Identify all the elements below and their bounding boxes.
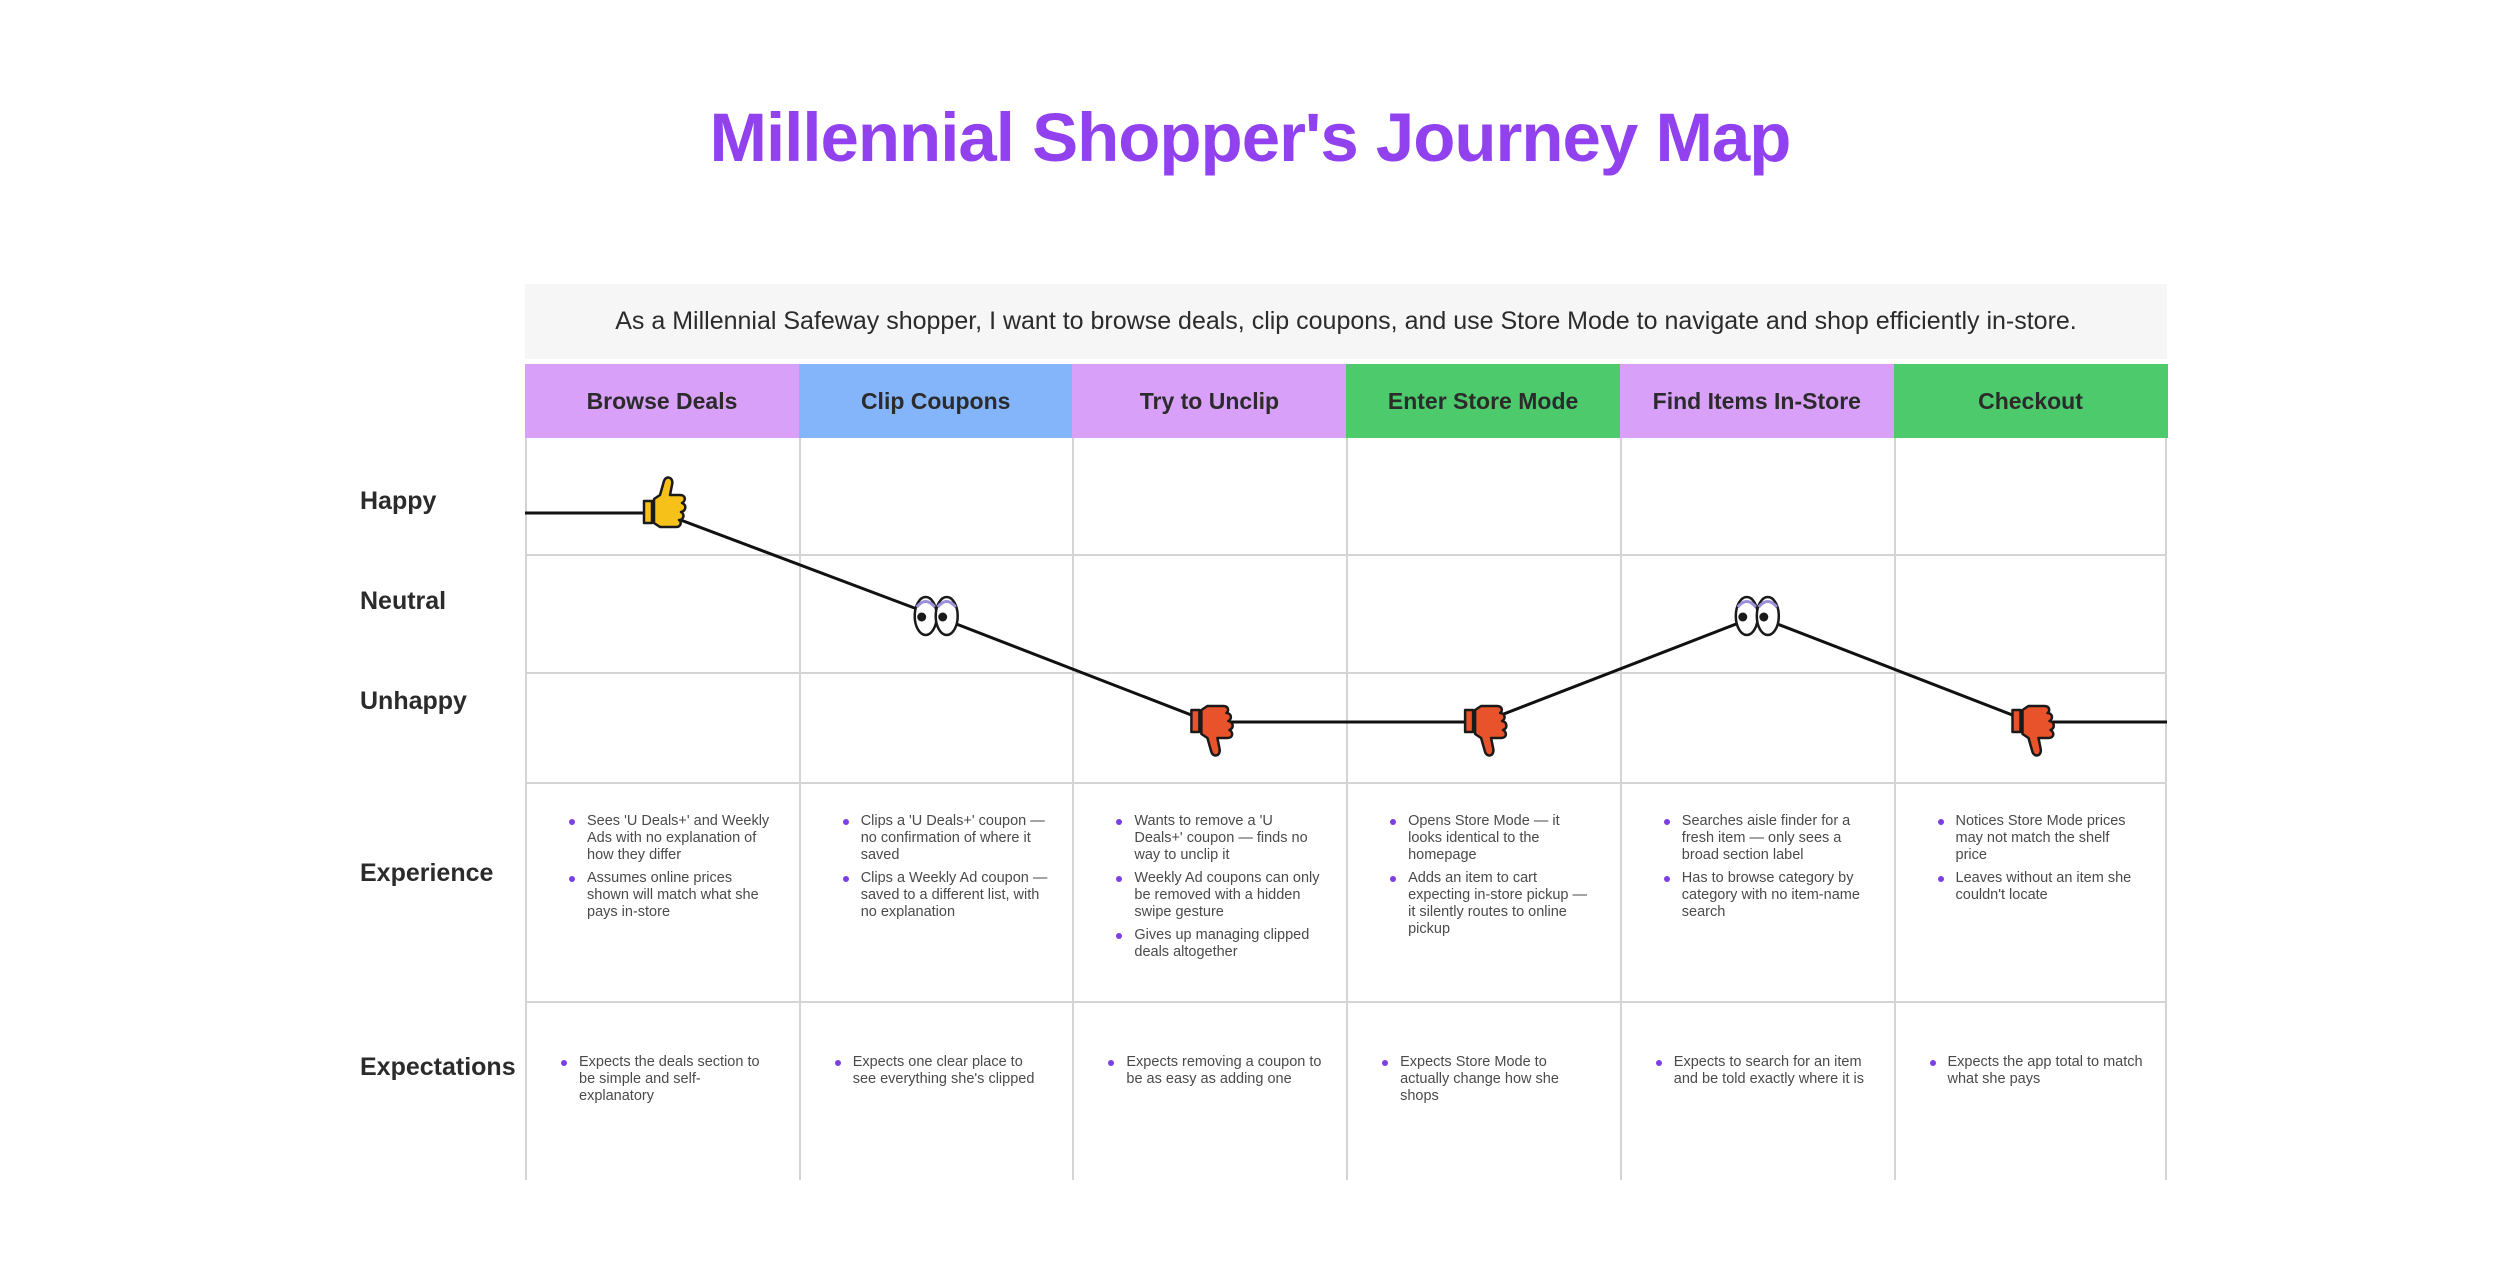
experience-item: Clips a Weekly Ad coupon — saved to a di… bbox=[841, 870, 1049, 921]
expectations-list: Expects the app total to match what she … bbox=[1928, 1054, 2144, 1094]
expectations-list: Expects Store Mode to actually change ho… bbox=[1380, 1054, 1596, 1111]
expectation-item: Expects the app total to match what she … bbox=[1928, 1054, 2144, 1088]
experience-list: Sees 'U Deals+' and Weekly Ads with no e… bbox=[567, 813, 775, 927]
expectations-list: Expects the deals section to be simple a… bbox=[559, 1054, 775, 1111]
row-label-unhappy: Unhappy bbox=[360, 687, 467, 715]
grid-line-vertical bbox=[2165, 438, 2167, 1180]
stage-header: Browse Deals bbox=[525, 364, 799, 438]
page-title: Millennial Shopper's Journey Map bbox=[709, 99, 1792, 176]
experience-item: Gives up managing clipped deals altogeth… bbox=[1114, 927, 1322, 961]
eyes-icon bbox=[1734, 595, 1781, 637]
expectation-item: Expects the deals section to be simple a… bbox=[559, 1054, 775, 1105]
grid-line-vertical bbox=[525, 438, 527, 1180]
experience-list: Searches aisle finder for a fresh item —… bbox=[1662, 813, 1870, 927]
expectation-item: Expects to search for an item and be tol… bbox=[1654, 1054, 1870, 1088]
experience-item: Searches aisle finder for a fresh item —… bbox=[1662, 813, 1870, 864]
thumbs-down-icon bbox=[2011, 704, 2055, 757]
row-label-experience: Experience bbox=[360, 859, 494, 887]
eyes-icon bbox=[913, 595, 959, 637]
thumbs-down-icon bbox=[1463, 704, 1508, 757]
grid-line-neutral-unhappy bbox=[525, 672, 2167, 674]
row-label-neutral: Neutral bbox=[360, 587, 447, 615]
row-label-happy: Happy bbox=[360, 487, 437, 515]
grid-line-vertical bbox=[1619, 438, 1622, 1180]
experience-item: Sees 'U Deals+' and Weekly Ads with no e… bbox=[567, 813, 775, 864]
grid-line-unhappy-experience bbox=[525, 782, 2167, 784]
grid-line-vertical bbox=[1072, 438, 1075, 1180]
experience-item: Notices Store Mode prices may not match … bbox=[1936, 813, 2144, 864]
stage-header: Find Items In-Store bbox=[1619, 364, 1894, 438]
experience-list: Clips a 'U Deals+' coupon — no confirmat… bbox=[841, 813, 1049, 927]
user-statement: As a Millennial Safeway shopper, I want … bbox=[525, 284, 2167, 359]
expectation-item: Expects removing a coupon to be as easy … bbox=[1106, 1054, 1322, 1088]
experience-item: Wants to remove a 'U Deals+' coupon — fi… bbox=[1114, 813, 1322, 864]
thumbs-up-icon bbox=[642, 476, 687, 529]
grid-line-happy-neutral bbox=[525, 554, 2167, 556]
experience-item: Weekly Ad coupons can only be removed wi… bbox=[1114, 870, 1322, 921]
experience-item: Adds an item to cart expecting in-store … bbox=[1388, 870, 1596, 938]
grid-line-experience-expectations bbox=[525, 1001, 2167, 1003]
expectation-item: Expects Store Mode to actually change ho… bbox=[1380, 1054, 1596, 1105]
expectations-list: Expects to search for an item and be tol… bbox=[1654, 1054, 1870, 1094]
stage-header: Enter Store Mode bbox=[1346, 364, 1621, 438]
grid-line-vertical bbox=[798, 438, 801, 1180]
experience-list: Opens Store Mode — it looks identical to… bbox=[1388, 813, 1596, 944]
expectations-list: Expects one clear place to see everythin… bbox=[833, 1054, 1049, 1094]
expectations-list: Expects removing a coupon to be as easy … bbox=[1106, 1054, 1322, 1094]
experience-item: Leaves without an item she couldn't loca… bbox=[1936, 870, 2144, 904]
stage-header: Clip Coupons bbox=[798, 364, 1073, 438]
stage-header: Try to Unclip bbox=[1072, 364, 1347, 438]
grid-line-vertical bbox=[1893, 438, 1896, 1180]
experience-item: Opens Store Mode — it looks identical to… bbox=[1388, 813, 1596, 864]
row-label-expectations: Expectations bbox=[360, 1053, 516, 1081]
expectation-item: Expects one clear place to see everythin… bbox=[833, 1054, 1049, 1088]
emotion-line bbox=[525, 511, 2167, 724]
grid-line-vertical bbox=[1346, 438, 1349, 1180]
experience-list: Notices Store Mode prices may not match … bbox=[1936, 813, 2144, 910]
thumbs-down-icon bbox=[1190, 704, 1234, 757]
experience-list: Wants to remove a 'U Deals+' coupon — fi… bbox=[1114, 813, 1322, 967]
experience-item: Has to browse category by category with … bbox=[1662, 870, 1870, 921]
experience-item: Clips a 'U Deals+' coupon — no confirmat… bbox=[841, 813, 1049, 864]
stage-header: Checkout bbox=[1893, 364, 2168, 438]
experience-item: Assumes online prices shown will match w… bbox=[567, 870, 775, 921]
